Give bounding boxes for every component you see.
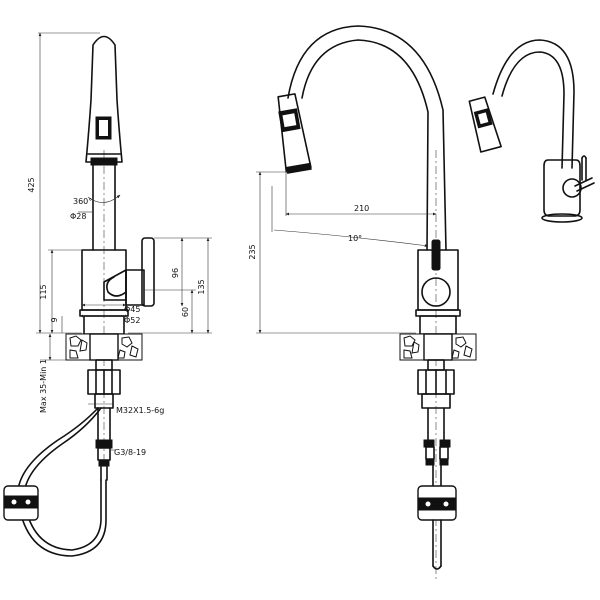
label-hose-thread: G3/8-19 — [114, 448, 146, 457]
label-total-height: 425 — [27, 177, 36, 192]
label-swivel-angle: 10° — [348, 234, 362, 243]
label-body-height: 115 — [39, 284, 48, 299]
label-lever-offset: 60 — [181, 307, 190, 317]
arc-spout-outer — [287, 25, 447, 251]
handle-block — [125, 269, 145, 306]
label-body-diameter-a: Φ45 — [124, 305, 140, 314]
perspective-body — [543, 159, 581, 217]
label-reach: 210 — [354, 204, 369, 213]
lever-handle — [141, 237, 155, 307]
label-handle-height: 96 — [171, 268, 180, 278]
spray-nozzle — [90, 157, 118, 166]
perspective-spout-outer — [492, 39, 575, 169]
label-spout-diameter: Φ28 — [70, 212, 86, 221]
pullout-hose — [16, 407, 107, 557]
label-base-offset: 9 — [50, 317, 59, 322]
label-deck-thickness: Max 35-Min 1 — [39, 359, 48, 413]
front-lever — [431, 239, 441, 271]
dim-swivel — [273, 229, 429, 248]
label-rotation: 360° — [73, 197, 92, 206]
label-height: 235 — [248, 244, 257, 259]
label-base-to-handle: 135 — [197, 279, 206, 294]
front-view: 210 10° 235 — [248, 25, 477, 580]
hose-fitting — [95, 439, 113, 449]
spray-head — [85, 35, 123, 163]
arc-spout-inner — [301, 39, 429, 251]
lever-hub — [421, 277, 451, 307]
label-body-diameter-b: Φ52 — [124, 316, 140, 325]
perspective-view — [468, 39, 595, 223]
front-spray-head — [277, 93, 312, 174]
side-view: 425 115 9 360° Φ28 96 135 60 Φ45 Φ52 Max… — [3, 32, 212, 557]
label-thread: M32X1.5-6g — [116, 406, 164, 415]
